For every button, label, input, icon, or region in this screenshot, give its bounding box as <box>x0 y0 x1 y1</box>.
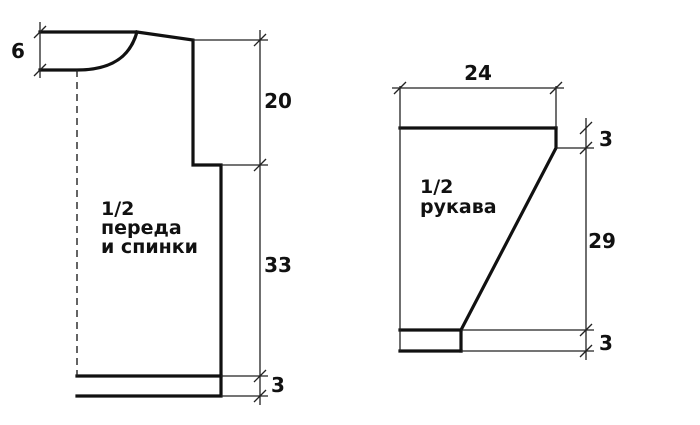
neck-depth-dimension: 6 <box>11 22 47 78</box>
rib-height-value: 3 <box>271 373 285 397</box>
sleeve-width-value: 24 <box>464 61 492 85</box>
sleeve-label-line1: рукава <box>420 196 497 218</box>
front-back-label-line1: переда <box>101 217 182 239</box>
sleeve-top-value: 3 <box>599 127 613 151</box>
side-length-value: 33 <box>264 253 292 277</box>
front-back-height-dimension: 20 33 3 <box>193 30 292 405</box>
sleeve-height-dimension: 3 29 3 <box>461 118 616 360</box>
sleeve-piece: 24 3 29 3 1/2 рукава <box>392 61 616 360</box>
sleeve-label-fraction: 1/2 <box>420 176 453 198</box>
neckline-curve <box>38 30 139 72</box>
neck-depth-value: 6 <box>11 39 25 63</box>
sleeve-width-dimension: 24 <box>392 61 564 128</box>
front-back-label-fraction: 1/2 <box>101 198 134 220</box>
front-back-label-line2: и спинки <box>101 236 198 258</box>
sleeve-side-edge <box>459 126 558 353</box>
sleeve-cuff-value: 3 <box>599 331 613 355</box>
sleeve-length-value: 29 <box>588 229 616 253</box>
front-back-piece: 6 20 33 3 1/2 переда и спинки <box>11 22 292 405</box>
armhole-depth-value: 20 <box>264 89 292 113</box>
